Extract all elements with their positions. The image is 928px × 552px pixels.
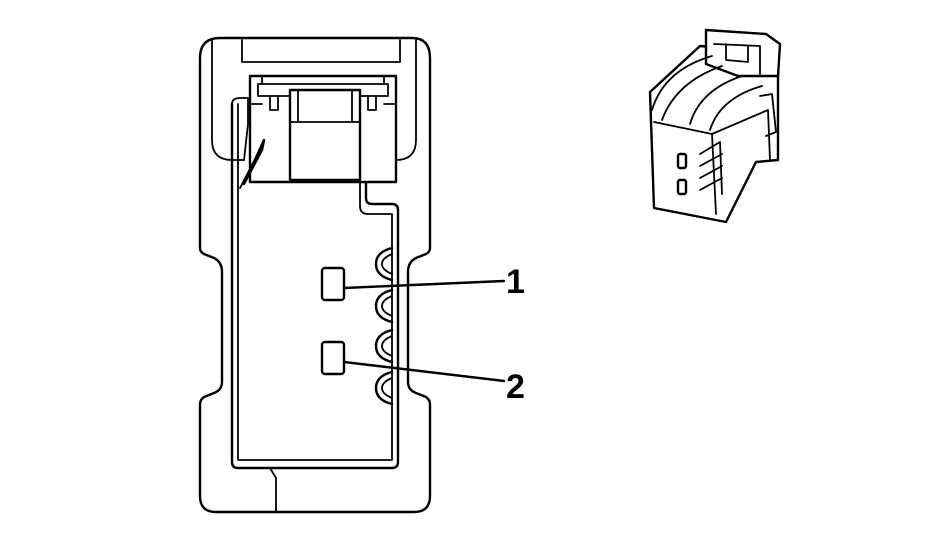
leader-line-1 [342,279,506,290]
housing-outline [198,36,432,514]
housing-top-inner [241,39,401,63]
leader-line-2 [342,360,506,383]
terminal-cavity-2 [320,340,346,376]
inner-cavity [230,102,400,470]
callout-label-1: 1 [506,263,525,301]
latch-assembly [248,74,398,184]
housing-shelf [211,39,245,161]
perspective-latch [704,28,782,78]
side-ribs [374,246,394,406]
inner-cavity-top [231,97,249,161]
inner-cavity-inner [237,103,393,461]
connector-end-view: 1 2 [198,36,525,514]
bottom-seam [269,467,277,513]
terminal-cavity-1 [320,266,346,302]
callout-label-2: 2 [506,368,525,406]
connector-perspective-view [648,28,782,224]
